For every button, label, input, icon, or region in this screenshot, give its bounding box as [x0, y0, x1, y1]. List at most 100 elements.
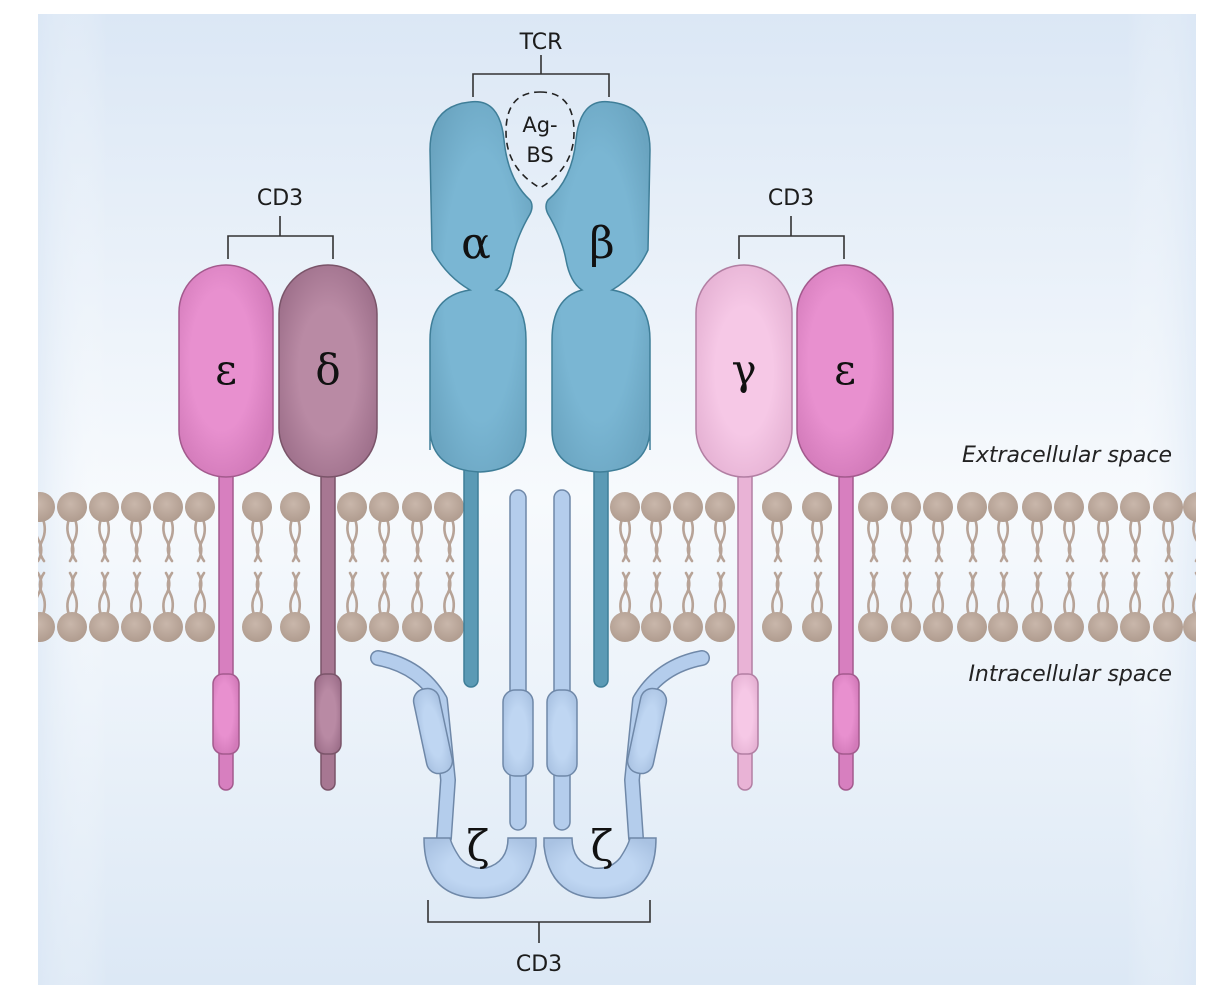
lipid: [185, 492, 215, 642]
lipid-tail: [1001, 517, 1010, 563]
lipid-tail: [1166, 571, 1175, 617]
lipid: [1022, 492, 1052, 642]
cd3-bottom-bracket: [427, 900, 651, 943]
lipid-tail: [134, 517, 143, 563]
tcr-beta-chain: β: [545, 100, 651, 688]
lipid-head: [1088, 492, 1118, 522]
lipid: [923, 492, 953, 642]
cd3-zeta-left-chain: ζ: [370, 489, 537, 899]
lipid-head: [1153, 492, 1183, 522]
lipid-tail: [1001, 571, 1010, 617]
lipid-head: [185, 492, 215, 522]
lipid: [610, 492, 640, 642]
lipid-head: [705, 612, 735, 642]
lipid: [673, 492, 703, 642]
lipid-head: [434, 492, 464, 522]
lipid-head: [610, 612, 640, 642]
cd3-gamma-chain: γ: [695, 264, 793, 791]
lipid: [153, 492, 183, 642]
lipid: [369, 492, 399, 642]
cd3-right-label: CD3: [768, 186, 814, 211]
lipid-head: [705, 492, 735, 522]
zeta-left-label: ζ: [467, 821, 490, 870]
tcr-alpha-chain: α: [429, 100, 533, 688]
lipid-tail: [415, 517, 424, 563]
lipid: [1054, 492, 1084, 642]
antigen-binding-site: Ag- BS: [505, 91, 575, 189]
lipid-tail: [1192, 517, 1196, 563]
lipid-head: [153, 492, 183, 522]
lipid-head: [1183, 612, 1196, 642]
lipid-tail: [1101, 571, 1110, 617]
lipid: [858, 492, 888, 642]
lipid-head: [337, 492, 367, 522]
lipid-head: [957, 492, 987, 522]
lipid-head: [673, 612, 703, 642]
lipid-tail: [70, 571, 79, 617]
lipid-head: [121, 612, 151, 642]
cd3-epsilon-right-chain: ε: [796, 264, 894, 791]
lipid: [802, 492, 832, 642]
lipid: [1153, 492, 1183, 642]
lipid-head: [1054, 492, 1084, 522]
lipid-tail: [198, 571, 207, 617]
lipid-head: [858, 492, 888, 522]
lipid-tail: [775, 571, 784, 617]
lipid-tail: [293, 517, 302, 563]
extracellular-space-label: Extracellular space: [962, 443, 1172, 468]
intracellular-space-label: Intracellular space: [968, 662, 1172, 687]
lipid-tail: [904, 571, 913, 617]
lipid-head: [858, 612, 888, 642]
lipid-tail: [904, 517, 913, 563]
lipid-tail: [686, 571, 695, 617]
lipid-tail: [654, 517, 663, 563]
lipid-tail: [166, 571, 175, 617]
lipid-tail: [1101, 517, 1110, 563]
lipid-tail: [102, 517, 111, 563]
ag-bs-label-line2: BS: [526, 143, 553, 167]
lipid-head: [57, 612, 87, 642]
lipid: [434, 492, 464, 642]
cd3-right-bracket: [738, 216, 845, 259]
lipid-head: [89, 612, 119, 642]
lipid-tail: [38, 571, 47, 617]
lipid-head: [762, 612, 792, 642]
lipid-tail: [70, 517, 79, 563]
cd3-epsilon-left-chain: ε: [178, 264, 274, 791]
lipid-tail: [871, 517, 880, 563]
lipid-head: [121, 492, 151, 522]
lipid-tail: [936, 517, 945, 563]
lipid-tail: [718, 571, 727, 617]
lipid-tail: [970, 517, 979, 563]
lipid-head: [1088, 612, 1118, 642]
lipid-head: [1120, 612, 1150, 642]
lipid-tail: [686, 517, 695, 563]
lipid-head: [923, 492, 953, 522]
lipid-tail: [1035, 571, 1044, 617]
lipid-head: [641, 612, 671, 642]
lipid-head: [402, 492, 432, 522]
lipid-tail: [775, 517, 784, 563]
lipid-tail: [447, 517, 456, 563]
lipid-tail: [623, 571, 632, 617]
lipid: [957, 492, 987, 642]
lipid-head: [610, 492, 640, 522]
lipid-head: [1153, 612, 1183, 642]
lipid: [280, 492, 310, 642]
cd3-left-label: CD3: [257, 186, 303, 211]
lipid-tail: [1166, 517, 1175, 563]
lipid-head: [38, 612, 55, 642]
lipid-tail: [255, 571, 264, 617]
lipid-head: [402, 612, 432, 642]
lipid-head: [923, 612, 953, 642]
lipid-head: [673, 492, 703, 522]
lipid-tail: [1133, 517, 1142, 563]
lipid-head: [185, 612, 215, 642]
delta-label: δ: [315, 345, 340, 394]
lipid-head: [891, 612, 921, 642]
lipid: [1088, 492, 1118, 642]
lipid-bilayer: [38, 492, 1196, 642]
lipid-tail: [415, 571, 424, 617]
lipid-tail: [1133, 571, 1142, 617]
lipid-head: [1022, 612, 1052, 642]
